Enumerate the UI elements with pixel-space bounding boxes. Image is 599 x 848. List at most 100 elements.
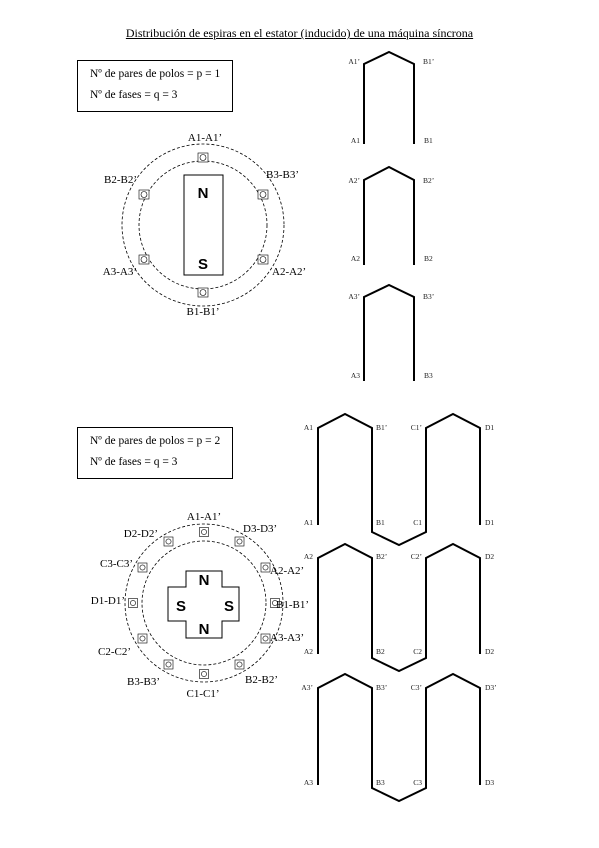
slot-icon xyxy=(163,536,174,547)
coil-label: A3-A3’ xyxy=(270,632,304,644)
page-title: Distribución de espiras en el estator (i… xyxy=(125,26,474,40)
slot-icon xyxy=(137,562,148,573)
coil-label: D2-D2’ xyxy=(124,528,158,540)
winding-label: D2 xyxy=(485,552,494,561)
machine2-phases-text: Nº de fases = q = 3 xyxy=(90,456,178,468)
slot-icon xyxy=(199,527,209,537)
machine2-coil-labels: A1-A1’ D3-D3’ A2-A2’ B1-B1’ A3-A3’ B2-B2… xyxy=(91,511,309,700)
coil-label: B2-B2’ xyxy=(104,174,137,186)
slot-icon xyxy=(138,254,150,265)
coil-label: D1-D1’ xyxy=(91,595,125,607)
machine1-slots xyxy=(138,152,269,298)
machine1-windings: A1’ B1’ A1 B1 A2’ B2’ A2 B2 A3’ B3’ A3 B… xyxy=(348,50,434,381)
machine2-pole-label: S xyxy=(176,598,186,615)
winding-label: A3’ xyxy=(301,683,313,692)
winding-coil xyxy=(317,412,481,547)
slot-icon xyxy=(199,669,209,679)
machine2-pole-label: N xyxy=(199,572,210,589)
machine1-rotor xyxy=(183,174,224,276)
winding-label: A1 xyxy=(304,423,313,432)
slot-icon xyxy=(137,633,148,644)
winding-coil xyxy=(363,165,415,265)
winding-label: A3 xyxy=(351,371,360,380)
winding-coil xyxy=(363,283,415,381)
slot-icon xyxy=(138,189,150,200)
coil-label: B1-B1’ xyxy=(276,599,309,611)
coil-label: A1-A1’ xyxy=(188,132,222,144)
machine2-outer-ring xyxy=(124,523,284,683)
winding-phase-1: A1 B1’ C1’ D1 A1 B1 C1 D1 xyxy=(304,412,494,547)
coil-label: D3-D3’ xyxy=(243,523,277,535)
slot-icon xyxy=(257,189,269,200)
winding-label: B3 xyxy=(424,371,433,380)
machine2-pole-label: N xyxy=(199,621,210,638)
winding-label: B1 xyxy=(424,136,433,145)
machine1-pole-label: N xyxy=(198,185,209,202)
slot-icon xyxy=(234,659,245,670)
machine1-coil-labels: A1-A1’ B3-B3’ A2-A2’ B1-B1’ A3-A3’ B2-B2… xyxy=(103,132,306,318)
winding-label: B2 xyxy=(424,254,433,263)
slot-icon xyxy=(260,633,271,644)
winding-label: C2’ xyxy=(411,552,422,561)
machine1-stator: N S xyxy=(121,143,285,307)
winding-label: A2’ xyxy=(348,176,360,185)
winding-phase-1: A1’ B1’ A1 B1 xyxy=(348,50,434,145)
winding-label: A1’ xyxy=(348,57,360,66)
slot-icon xyxy=(197,152,209,163)
winding-label: C3 xyxy=(413,778,422,787)
winding-label: B3 xyxy=(376,778,385,787)
winding-label: B3’ xyxy=(376,683,387,692)
winding-label: D1 xyxy=(485,518,494,527)
winding-label: D3’ xyxy=(485,683,497,692)
winding-label: A2 xyxy=(351,254,360,263)
machine1-pole-pairs-text: Nº de pares de polos = p = 1 xyxy=(90,68,221,80)
machine2-info-box: Nº de pares de polos = p = 2 Nº de fases… xyxy=(77,427,233,479)
machine1-info-box: Nº de pares de polos = p = 1 Nº de fases… xyxy=(77,60,233,112)
winding-label: A2 xyxy=(304,552,313,561)
winding-label: D3 xyxy=(485,778,494,787)
coil-label: A2-A2’ xyxy=(272,266,306,278)
winding-label: B2’ xyxy=(376,552,387,561)
coil-label: C1-C1’ xyxy=(187,688,220,700)
coil-label: C3-C3’ xyxy=(100,558,133,570)
coil-label: B1-B1’ xyxy=(187,306,220,318)
slot-icon xyxy=(257,254,269,265)
winding-label: D2 xyxy=(485,647,494,656)
machine2-slots xyxy=(128,527,280,679)
machine1-outer-ring xyxy=(121,143,285,307)
winding-coil xyxy=(317,542,481,673)
winding-phase-2: A2’ B2’ A2 B2 xyxy=(348,165,434,265)
winding-label: B2 xyxy=(376,647,385,656)
winding-label: A2 xyxy=(304,647,313,656)
winding-label: B1’ xyxy=(376,423,387,432)
winding-phase-3: A3’ B3’ A3 B3 xyxy=(348,283,434,381)
machine2-pole-label: S xyxy=(224,598,234,615)
machine2-rotor xyxy=(167,570,240,639)
slot-icon xyxy=(163,659,174,670)
winding-label: B1 xyxy=(376,518,385,527)
winding-label: C1 xyxy=(413,518,422,527)
slot-icon xyxy=(260,562,271,573)
machine1-pole-label: S xyxy=(198,256,208,273)
winding-label: C3’ xyxy=(411,683,422,692)
slot-icon xyxy=(270,598,280,608)
machine2-pole-pairs-text: Nº de pares de polos = p = 2 xyxy=(90,435,221,447)
winding-label: A1 xyxy=(304,518,313,527)
machine1-phases-text: Nº de fases = q = 3 xyxy=(90,89,178,101)
coil-label: B3-B3’ xyxy=(127,676,160,688)
coil-label: A2-A2’ xyxy=(270,565,304,577)
winding-label: B1’ xyxy=(423,57,434,66)
winding-label: C2 xyxy=(413,647,422,656)
winding-coil xyxy=(363,50,415,144)
slot-icon xyxy=(197,287,209,298)
winding-phase-3: A3’ B3’ C3’ D3’ A3 B3 C3 D3 xyxy=(301,672,497,803)
machine2-windings: A1 B1’ C1’ D1 A1 B1 C1 D1 A2 B2’ C2’ D2 … xyxy=(301,412,497,803)
slot-icon xyxy=(234,536,245,547)
winding-label: A3’ xyxy=(348,292,360,301)
winding-label: D1 xyxy=(485,423,494,432)
coil-label: B2-B2’ xyxy=(245,674,278,686)
winding-label: A1 xyxy=(351,136,360,145)
machine2-inner-ring xyxy=(141,540,267,666)
